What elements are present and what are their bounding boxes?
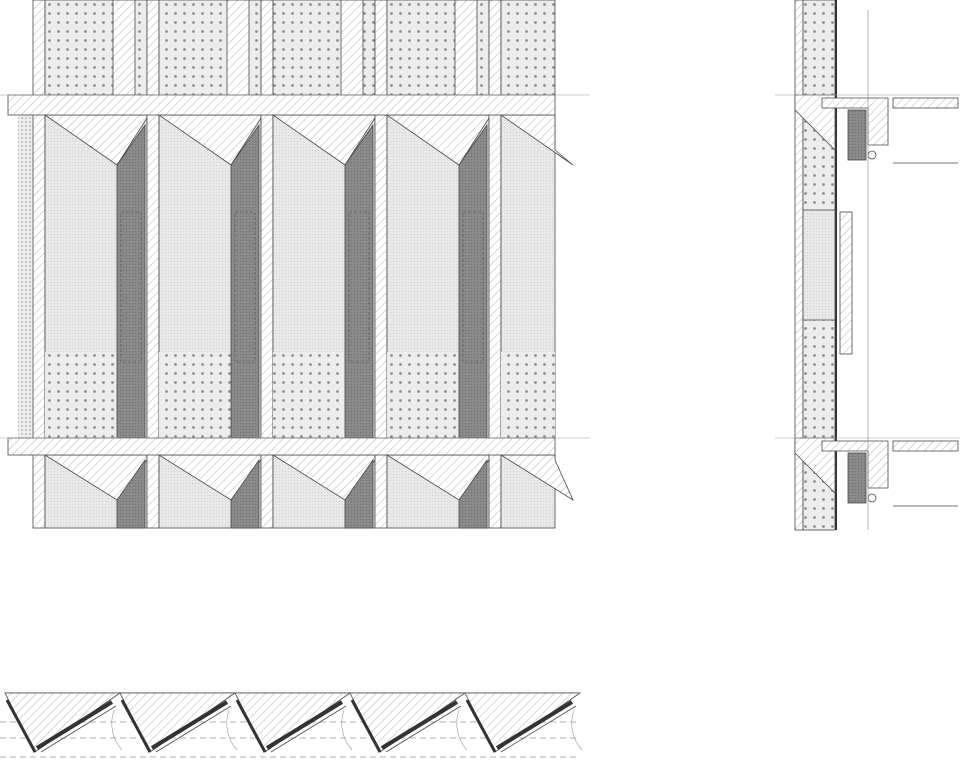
dark-fin-lower [116, 458, 146, 529]
louver-hatch-zone [4, 692, 122, 753]
dark-fin-lower [230, 458, 260, 529]
blind-roller [867, 150, 877, 160]
louver-hatch-zone [234, 692, 352, 753]
facade-elevation [0, 0, 590, 529]
slab-insulation [847, 452, 867, 504]
louver-panel [495, 700, 574, 750]
slab-insulation [847, 109, 867, 161]
louver-glass [5, 699, 37, 753]
swing-arc [456, 709, 468, 751]
upper-frame-strip [112, 0, 136, 96]
section-inner-line [835, 0, 837, 530]
floor-slab [892, 440, 959, 452]
swing-arc [111, 709, 123, 751]
louver-glass [235, 699, 267, 753]
swing-arc [226, 709, 238, 751]
louver-panel-edge [40, 705, 117, 753]
window-outline [462, 211, 484, 363]
louver-panel [265, 700, 344, 750]
floor-slab [892, 97, 959, 109]
upper-frame-strip [226, 0, 250, 96]
upper-frame-strip [340, 0, 364, 96]
lower-dotted-area [501, 352, 555, 438]
lower-dotted-area [159, 352, 231, 438]
lower-dotted-area [45, 352, 117, 438]
louver-panel [35, 700, 114, 750]
louver-glass [120, 699, 152, 753]
louver-hatch-zone [119, 692, 237, 753]
window-frame-section [839, 211, 853, 355]
lower-dotted-area [273, 352, 345, 438]
left-edge-strip [18, 115, 33, 438]
dark-fin-lower [344, 458, 374, 529]
dark-fin-lower [458, 458, 488, 529]
upper-frame-strip [454, 0, 478, 96]
louver-panel-edge [500, 705, 577, 753]
floor-band-upper [7, 94, 556, 116]
louver-panel [150, 700, 229, 750]
louver-glass [465, 699, 497, 753]
louver-panel [380, 700, 459, 750]
louver-glass [350, 699, 382, 753]
louver-hatch-zone [349, 692, 467, 753]
louver-plan [0, 692, 583, 758]
louver-panel-edge [155, 705, 232, 753]
louver-hatch-zone [464, 692, 582, 753]
section-window-panel [802, 209, 836, 321]
floor-band-lower [7, 437, 556, 456]
blind-roller [867, 493, 877, 503]
window-outline [234, 211, 256, 363]
window-outline [348, 211, 370, 363]
lower-dotted-area [387, 352, 459, 438]
swing-arc [571, 709, 583, 751]
window-outline [120, 211, 142, 363]
wall-section [775, 0, 960, 531]
upper-dotted-panel [500, 0, 556, 96]
louver-panel-edge [385, 705, 462, 753]
swing-arc [341, 709, 353, 751]
louver-panel-edge [270, 705, 347, 753]
